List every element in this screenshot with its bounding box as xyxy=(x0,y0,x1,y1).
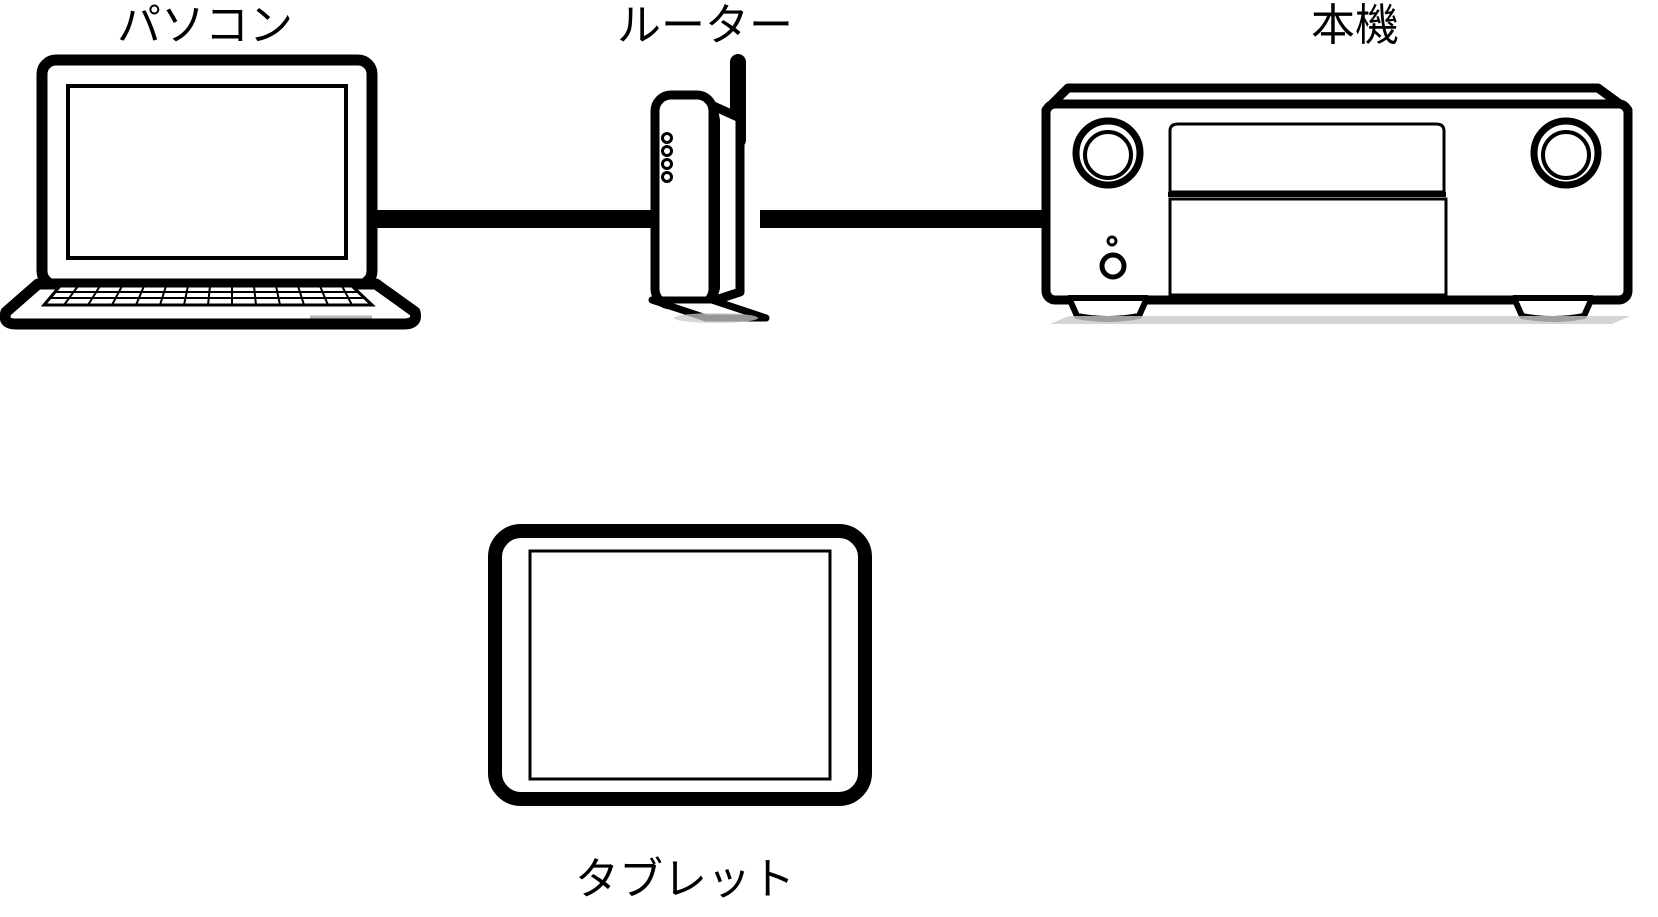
av-receiver-icon xyxy=(1041,83,1633,324)
label-receiver: 本機 xyxy=(1311,0,1399,51)
cable-pc-router xyxy=(370,210,670,228)
cable-router-receiver xyxy=(760,210,1060,228)
label-router: ルーター xyxy=(617,0,793,51)
label-tablet: タブレット xyxy=(575,854,795,905)
laptop-icon xyxy=(0,54,421,330)
tablet-icon xyxy=(488,524,872,806)
label-laptop: パソコン xyxy=(117,0,293,51)
router-icon xyxy=(648,54,770,323)
